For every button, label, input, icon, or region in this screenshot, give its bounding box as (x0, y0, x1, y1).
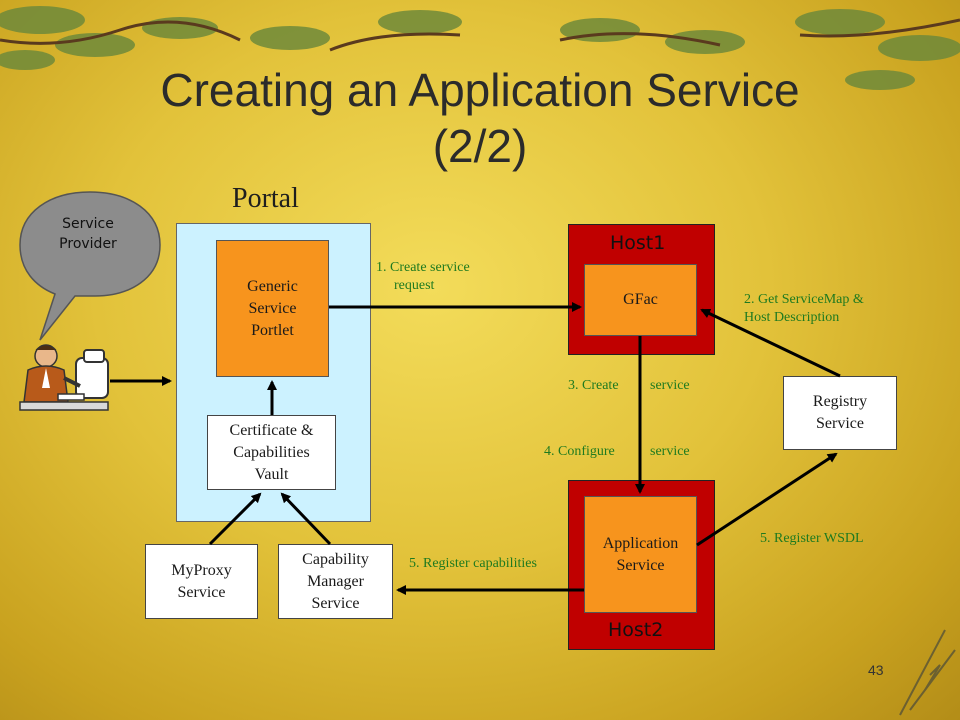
page-number: 43 (868, 662, 884, 678)
step-2-label: 2. Get ServiceMap & Host Description (744, 292, 864, 325)
step-5-wsdl-label: 5. Register WSDL (760, 531, 864, 546)
capability-manager-service-box: Capability Manager Service (278, 544, 393, 619)
application-service-box: Application Service (584, 496, 697, 613)
step-3-label-left: 3. Create (568, 378, 619, 393)
host1-label: Host1 (610, 232, 666, 254)
portal-label: Portal (232, 183, 299, 214)
arrow-capmgr-to-vault (280, 492, 332, 546)
certificate-vault-box: Certificate & Capabilities Vault (207, 415, 336, 490)
title-line-1: Creating an Application Service (160, 64, 800, 116)
generic-service-portlet-box: Generic Service Portlet (216, 240, 329, 377)
gfac-box: GFac (584, 264, 697, 336)
arrow-myproxy-to-vault (208, 492, 262, 546)
step-4-label-right: service (650, 444, 690, 459)
person-at-computer-icon (19, 344, 109, 411)
step-5-capabilities-label: 5. Register capabilities (409, 556, 537, 571)
step-1-label: 1. Create service request (376, 260, 470, 293)
title-line-2: (2/2) (432, 120, 528, 172)
arrow-registry-to-gfac (700, 308, 841, 378)
step-3-label-right: service (650, 378, 690, 393)
myproxy-service-box: MyProxy Service (145, 544, 258, 619)
service-provider-label: Service Provider (59, 216, 117, 252)
step-4-label-left: 4. Configure (544, 444, 615, 459)
registry-service-box: Registry Service (783, 376, 897, 450)
arrow-appservice-to-registry (696, 452, 838, 547)
host2-label: Host2 (608, 619, 664, 641)
slide-title: Creating an Application Service (2/2) (60, 62, 900, 174)
